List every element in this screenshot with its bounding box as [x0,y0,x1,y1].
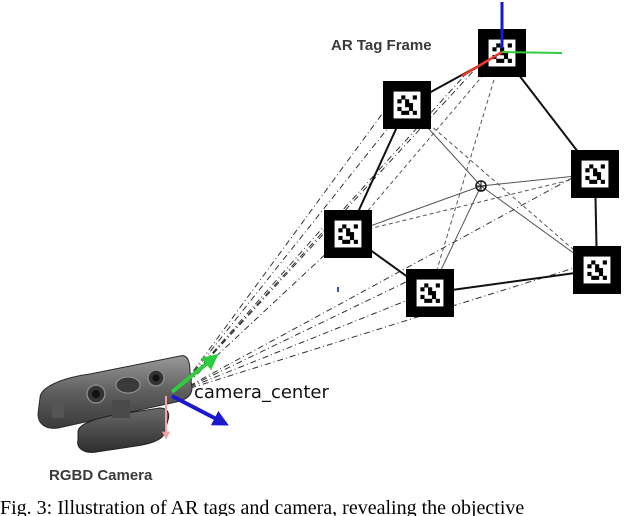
camera-stand [112,400,130,418]
ar-tag-frame-label: AR Tag Frame [331,37,432,54]
tag-frame-y-axis [501,51,563,54]
ar-tag-frame-axes [461,2,563,78]
center-point-marker [475,180,487,192]
dashed-edge-ml-rt [347,173,596,235]
camera-center-axes [162,353,229,440]
camera-side-cap [52,400,64,418]
tag-dashed-edges [347,52,598,294]
sight-line-5 [177,249,331,393]
sight-line-3 [177,127,389,393]
camera-center-label: camera_center [194,382,329,403]
camera-lens-2-inner [152,374,160,382]
dashed-edge-tl-rb [406,104,598,271]
camera-lens-1-inner [92,390,100,398]
ar-tag-ml [324,210,372,258]
sight-line-4 [177,223,327,393]
ar-tag-bm [406,269,454,317]
sight-line-8 [177,177,573,393]
camera-y-axis [170,353,219,394]
camera-sight-lines [177,65,575,393]
edge-bm-rb [429,269,598,294]
ar-tag-rt [571,150,619,198]
figure-caption: Fig. 3: Illustration of AR tags and came… [0,497,524,516]
center-thin-edges [347,104,598,294]
dashed-edge-top-ml [347,52,503,235]
rgbd-camera-device [37,355,193,453]
stray-dot [337,287,339,292]
sight-line-7 [177,299,409,393]
sight-line-9 [177,267,575,393]
ar-tag-rb [573,246,621,294]
rgbd-camera-label: RGBD Camera [49,467,153,484]
camera-z-axis [171,394,229,426]
camera-window [115,376,141,394]
sight-line-2 [177,109,386,393]
dashed-edge-top-bm [429,52,503,294]
ar-tag-tl [383,81,431,129]
tag-frame-x-axis [461,50,503,78]
sight-line-6 [177,279,411,393]
